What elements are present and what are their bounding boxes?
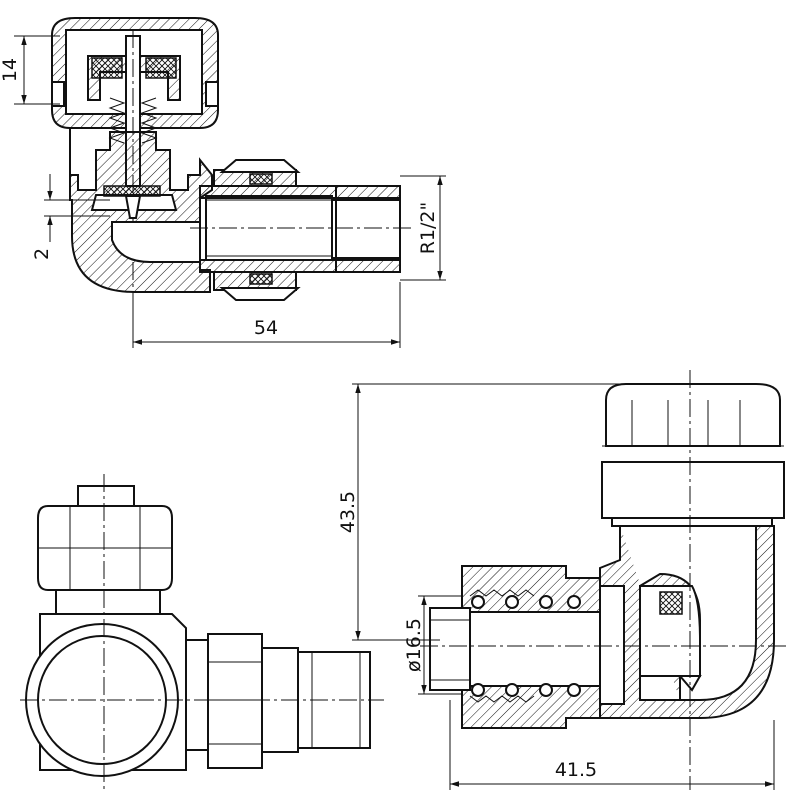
- elbow-bore: [639, 585, 701, 677]
- dim-54-label: 54: [254, 317, 278, 339]
- cap-knurl-right: [205, 81, 219, 107]
- top-dimensions: 14 2 R1/2" 54: [0, 35, 446, 348]
- seat-seal: [103, 185, 161, 197]
- dim-thread-label: R1/2": [417, 202, 439, 255]
- dim-14-label: 14: [0, 58, 21, 82]
- pipe-stub: [429, 607, 471, 691]
- cap-ring: [601, 461, 785, 519]
- tailpiece: [199, 159, 401, 301]
- packing-left: [91, 57, 123, 79]
- cap-knurl-left: [51, 81, 65, 107]
- valve-cone: [124, 195, 142, 219]
- plan-outlet: [185, 633, 371, 769]
- dim-2-label: 2: [31, 248, 53, 260]
- cap-top-boss: [77, 485, 135, 507]
- bottom-left-plan-view: [20, 474, 384, 790]
- bottom-dimensions: 43.5 ø16.5 41.5: [337, 383, 775, 790]
- dim-16-5-label: ø16.5: [403, 618, 425, 672]
- cap-knurled: [605, 383, 781, 447]
- flow-channel: [111, 221, 201, 263]
- dim-43-5-label: 43.5: [337, 491, 359, 533]
- elbow-seal: [659, 591, 683, 615]
- bottom-right-section-view: [420, 370, 790, 790]
- dim-41-5-label: 41.5: [555, 759, 597, 781]
- packing-right: [145, 57, 177, 79]
- compression-fitting: [429, 565, 625, 729]
- top-section-view: [51, 17, 412, 345]
- fitting-collar: [599, 585, 625, 705]
